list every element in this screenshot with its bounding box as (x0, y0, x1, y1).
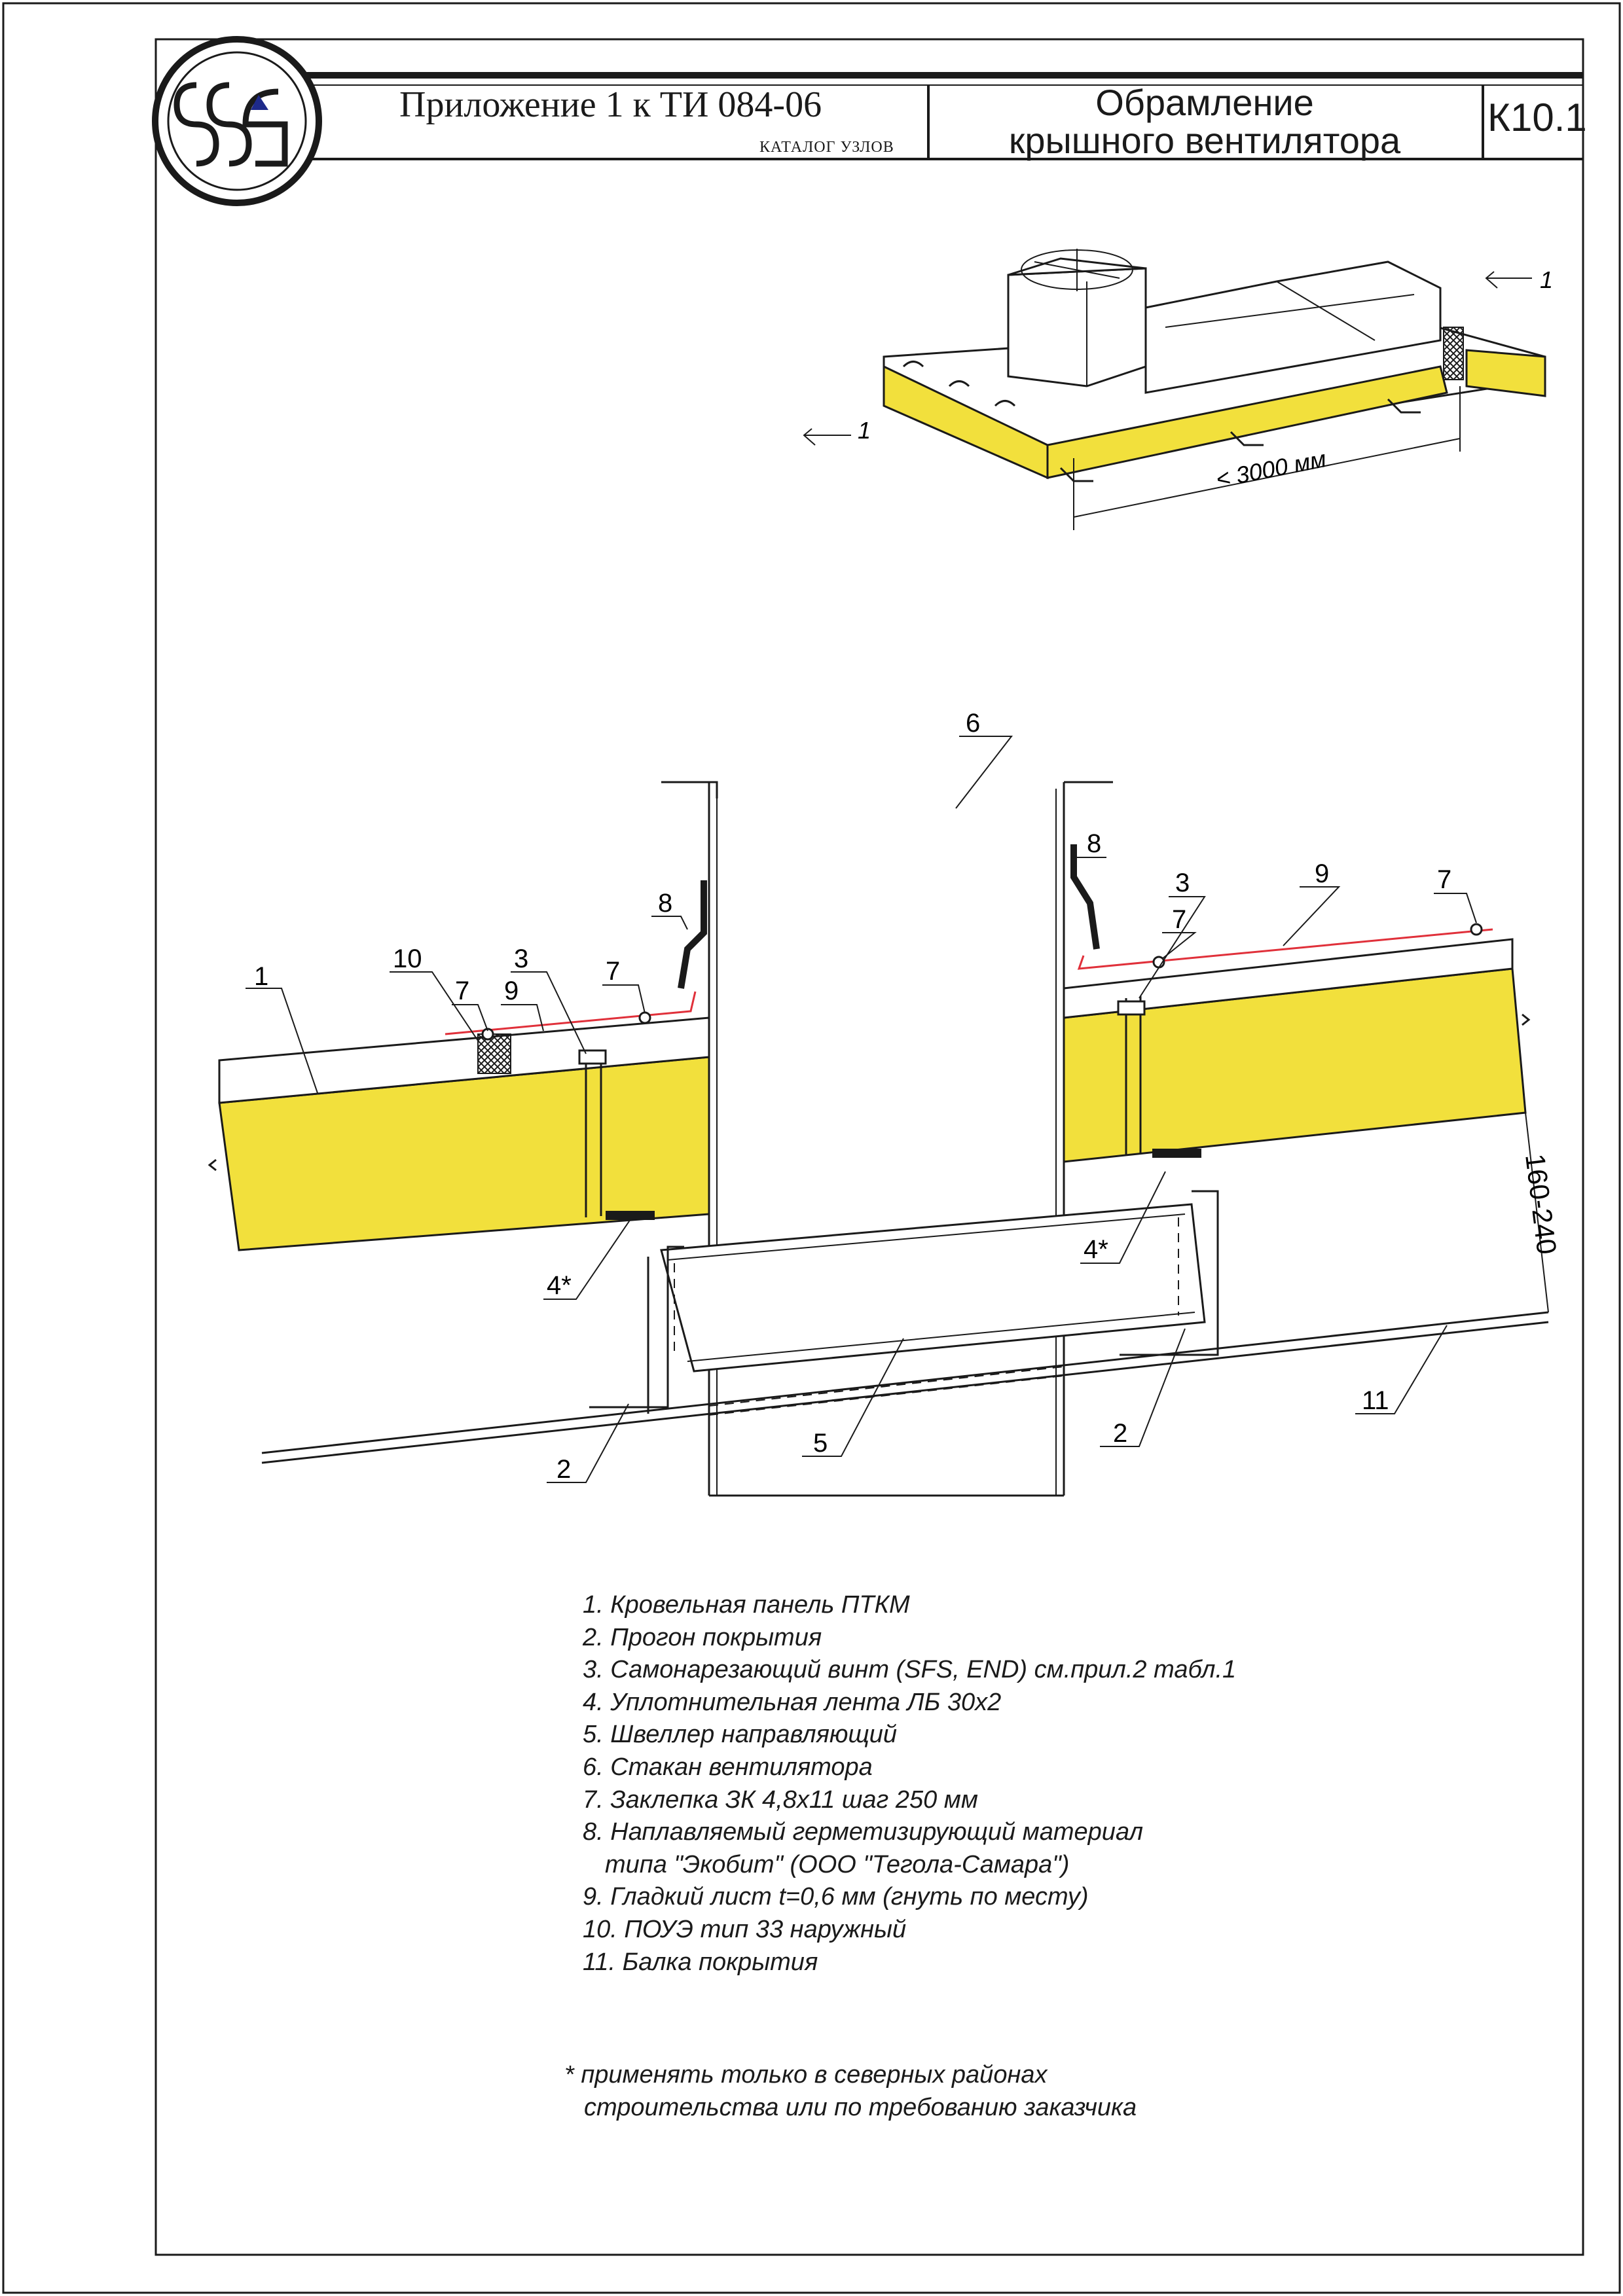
isometric-view: 1 1 < 3000 мм (803, 249, 1553, 530)
iso-dimension: < 3000 мм (1214, 445, 1328, 493)
drawing-title-line1: Обрамление (1095, 82, 1314, 123)
company-logo (152, 36, 322, 206)
callout-8a: 8 (658, 889, 672, 918)
callout-7a: 7 (455, 977, 469, 1005)
legend-item: 11. Балка покрытия (583, 1948, 818, 1976)
footnote-line: строительства или по требованию заказчик… (584, 2094, 1137, 2121)
callout-2b: 2 (1113, 1419, 1127, 1448)
drawing-title-line2: крышного вентилятора (1008, 120, 1401, 161)
section-dimension: 160-240 (1520, 1152, 1562, 1256)
callout-11: 11 (1362, 1386, 1389, 1415)
section-view: 1 10 7 9 3 7 8 4* 2 5 6 8 3 7 9 7 4* 2 1… (208, 709, 1563, 1497)
inner-frame (155, 38, 1584, 2256)
legend-item: 6. Стакан вентилятора (583, 1753, 873, 1781)
sheet-code: К10.1 (1487, 96, 1587, 139)
legend-item: 2. Прогон покрытия (583, 1623, 822, 1651)
section-mark-right: 1 (1540, 266, 1553, 293)
callout-7b: 7 (606, 957, 620, 986)
legend-item: 5. Швеллер направляющий (583, 1721, 898, 1749)
callout-3b: 3 (1175, 869, 1190, 897)
legend-item: 8. Наплавляемый герметизирующий материал (583, 1818, 1144, 1846)
title-block (236, 72, 1583, 160)
legend-item: 1. Кровельная панель ПТКМ (583, 1591, 910, 1619)
callout-5: 5 (813, 1429, 828, 1458)
callout-4b: 4* (1084, 1235, 1108, 1264)
callout-3a: 3 (514, 944, 528, 973)
footnote: * применять только в северных районах ст… (564, 2058, 1137, 2124)
legend-item: 3. Самонарезающий винт (SFS, END) см.при… (583, 1656, 1237, 1684)
document-reference: Приложение 1 к ТИ 084-06 (399, 84, 822, 125)
legend-item: 10. ПОУЭ тип 33 наружный (583, 1915, 907, 1943)
legend-item: типа "Экобит" (ООО "Тегола-Самара") (605, 1850, 1070, 1878)
callout-10: 10 (393, 944, 422, 973)
callout-6: 6 (966, 709, 980, 738)
callout-9b: 9 (1315, 859, 1329, 888)
legend: 1. Кровельная панель ПТКМ 2. Прогон покр… (583, 1589, 1236, 1979)
callout-7d: 7 (1437, 865, 1451, 894)
callout-8b: 8 (1087, 829, 1101, 858)
footnote-line: * применять только в северных районах (564, 2061, 1048, 2089)
callout-4a: 4* (547, 1271, 572, 1300)
legend-item: 4. Уплотнительная лента ЛБ 30х2 (583, 1688, 1002, 1716)
callout-2a: 2 (556, 1455, 571, 1484)
legend-item: 9. Гладкий лист t=0,6 мм (гнуть по месту… (583, 1883, 1089, 1911)
catalog-label: КАТАЛОГ УЗЛОВ (759, 139, 894, 156)
drawing-title: Обрамление крышного вентилятора (930, 84, 1480, 160)
legend-item: 7. Заклепка ЗК 4,8х11 шаг 250 мм (583, 1785, 978, 1814)
section-mark-left: 1 (858, 417, 871, 444)
callout-9a: 9 (504, 977, 519, 1005)
callout-7c: 7 (1172, 905, 1186, 934)
callout-1: 1 (254, 962, 268, 991)
